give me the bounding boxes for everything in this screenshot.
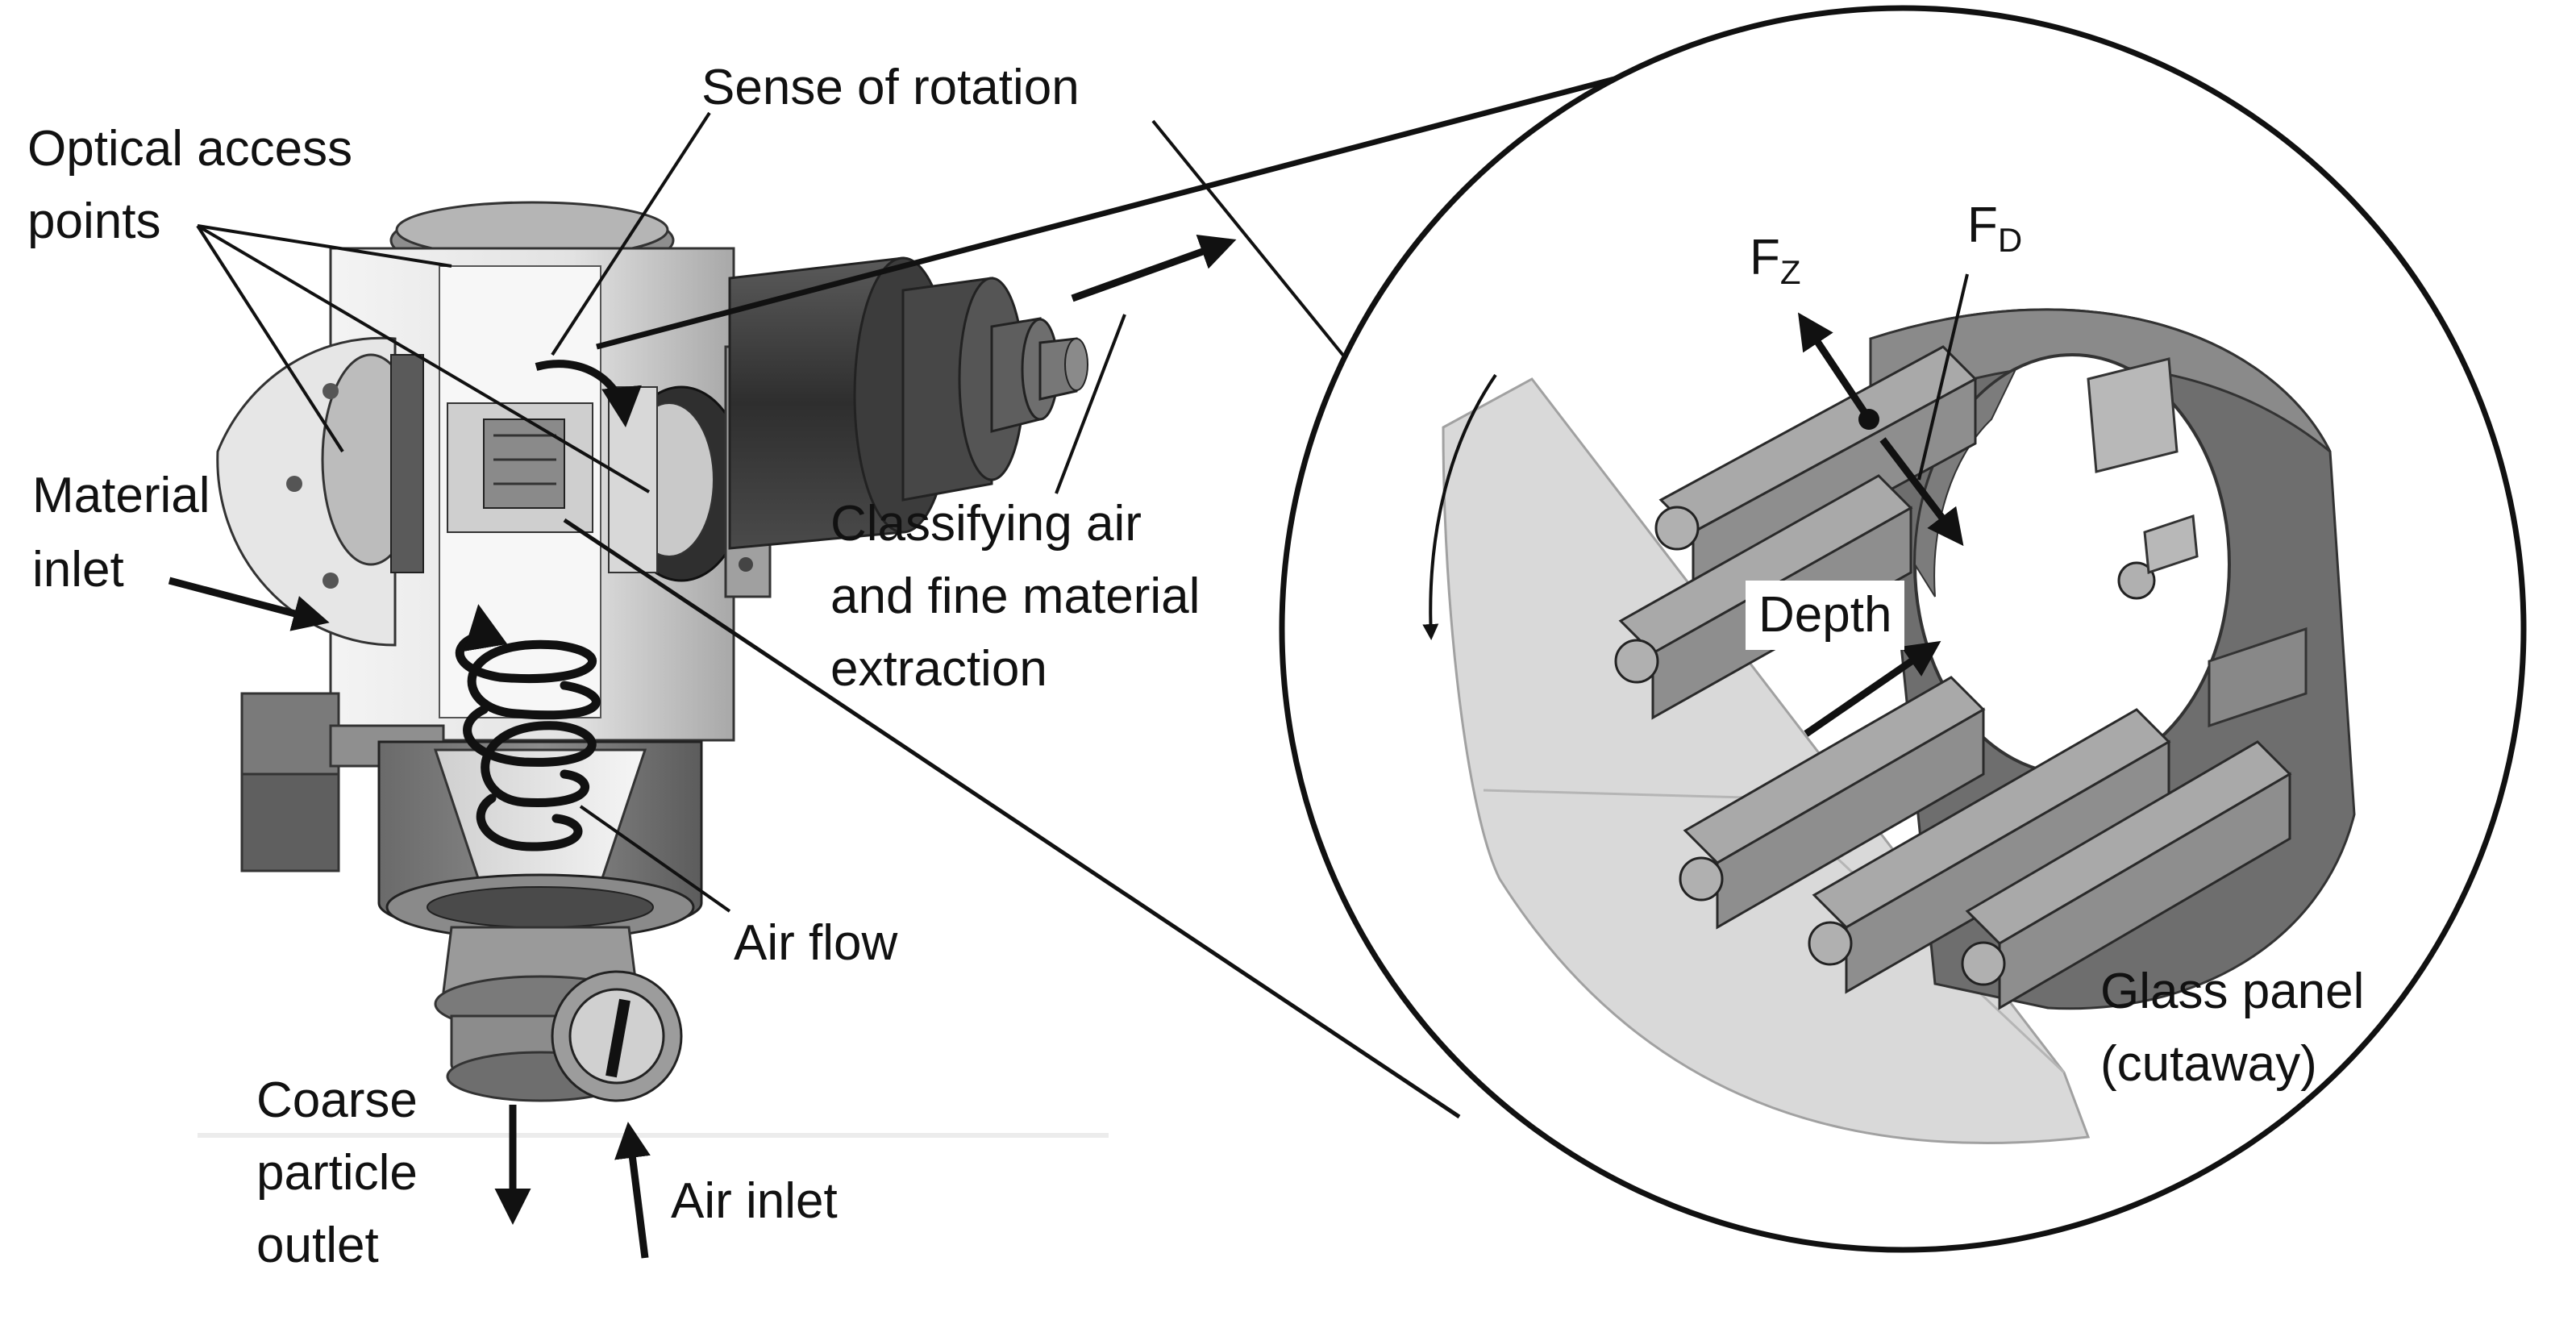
air-flow-label: Air flow (734, 915, 898, 971)
glass-panel-label-line1: Glass panel (2100, 964, 2365, 1019)
classifier-body (198, 201, 1109, 1138)
classifying-air-label-line3: extraction (830, 641, 1047, 697)
depth-label: Depth (1746, 581, 1905, 650)
force-fd-label: FD (1967, 198, 2022, 269)
material-inlet-label-line1: Material (32, 468, 210, 523)
classifying-air-label-line1: Classifying air (830, 496, 1142, 552)
force-fz-label: FZ (1750, 230, 1801, 301)
coarse-outlet-label-line1: Coarse (256, 1072, 418, 1128)
optical-access-label-line2: points (27, 194, 161, 249)
classifying-air-label-line2: and fine material (830, 568, 1201, 624)
optical-access-label-line1: Optical access (27, 121, 353, 177)
force-fz-sub: Z (1779, 253, 1801, 291)
air-inlet-label: Air inlet (671, 1173, 838, 1229)
force-fd-main: F (1967, 198, 1998, 253)
glass-panel-label-line2: (cutaway) (2100, 1036, 2317, 1092)
material-inlet-label-line2: inlet (32, 542, 124, 598)
coarse-outlet-label-line3: outlet (256, 1218, 379, 1273)
coarse-outlet-label-line2: particle (256, 1145, 418, 1201)
sense-of-rotation-label: Sense of rotation (701, 60, 1080, 115)
force-fz-main: F (1750, 230, 1780, 285)
force-fd-sub: D (1997, 221, 2023, 259)
